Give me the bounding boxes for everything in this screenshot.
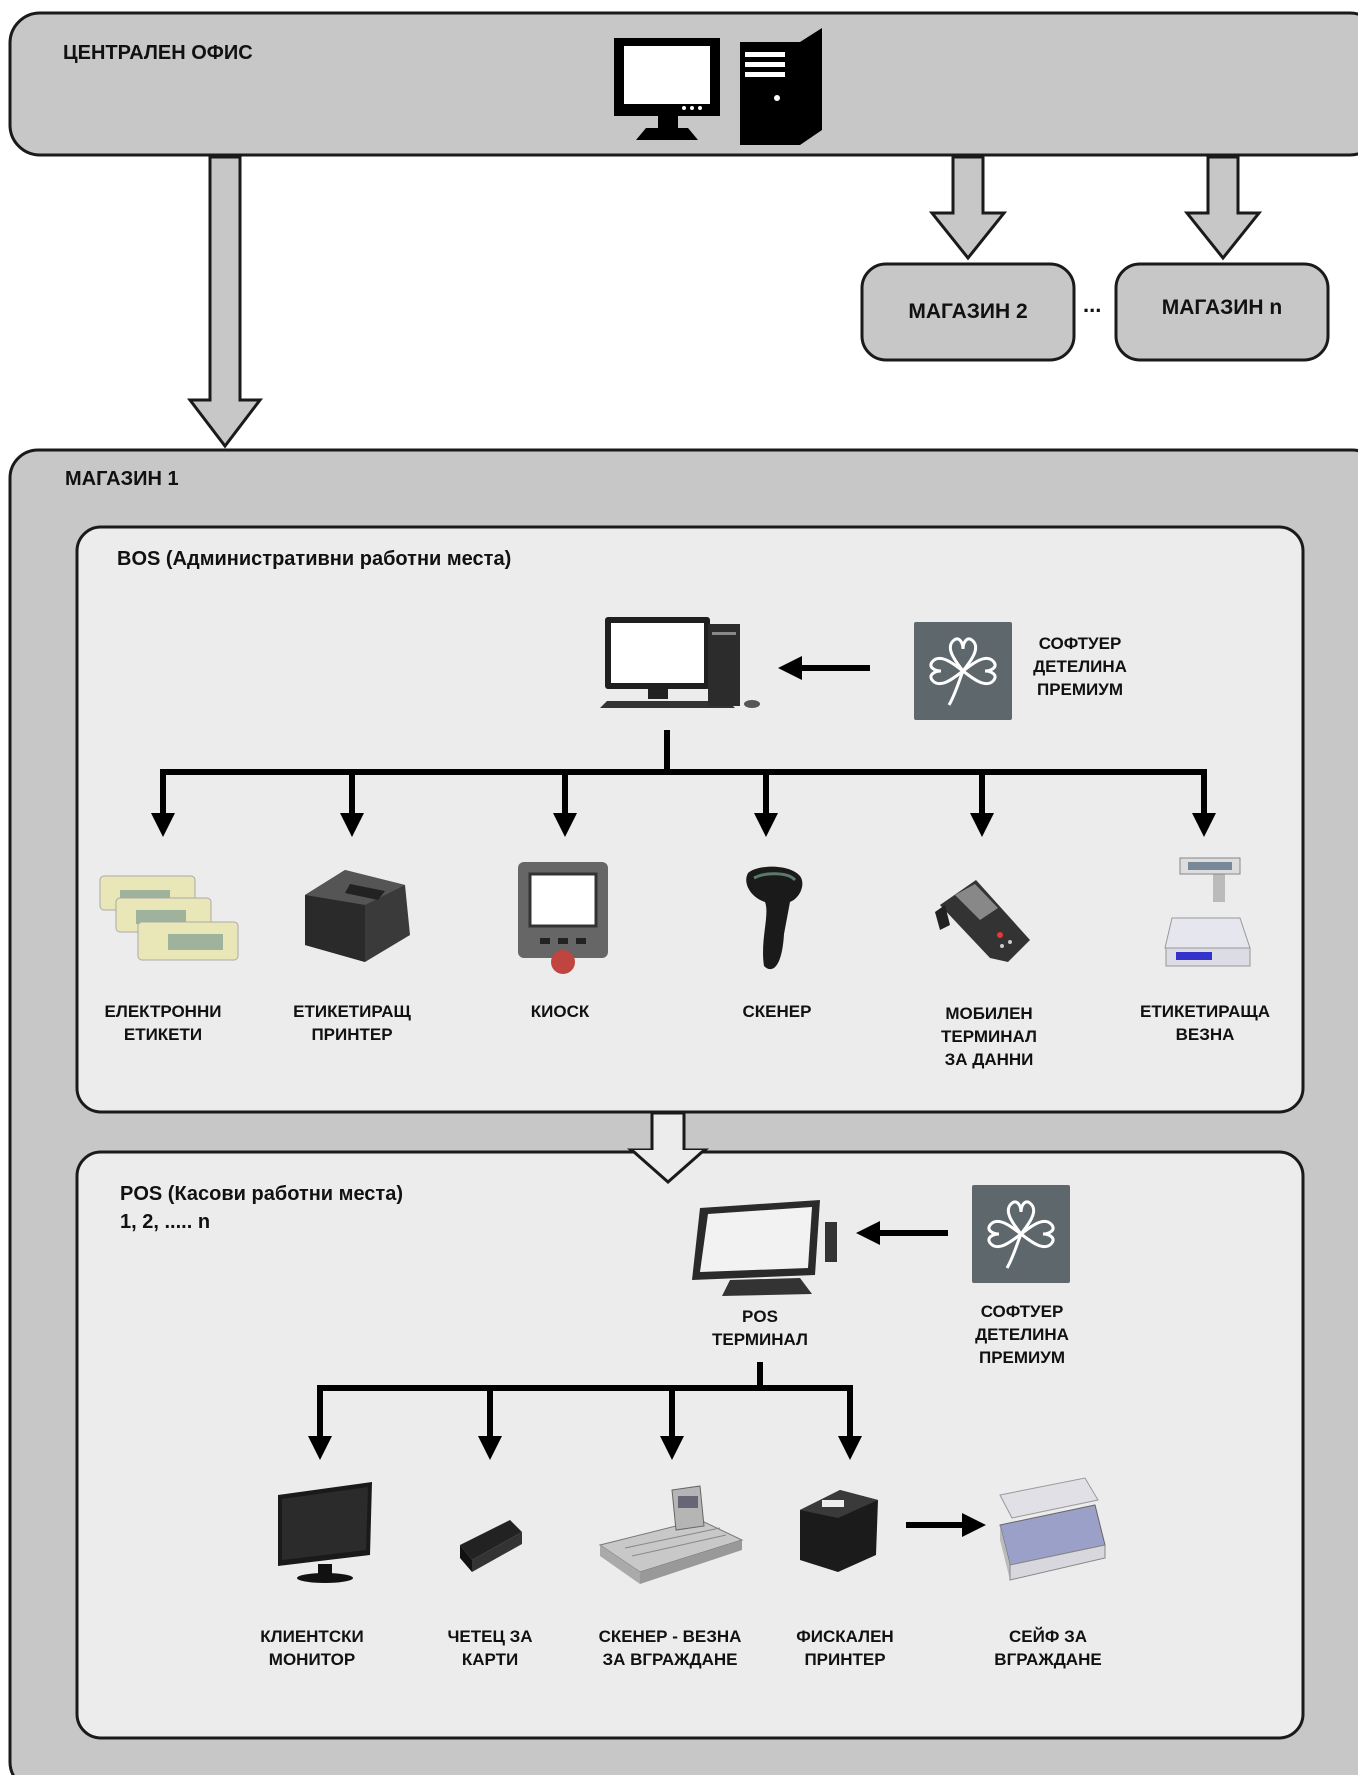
- store-2-box: [860, 262, 1076, 362]
- central-to-storen-arrow: [1183, 155, 1263, 261]
- stores-ellipsis: ...: [1083, 292, 1102, 317]
- bos-device-label-scanner: СКЕНЕР: [742, 1002, 812, 1021]
- label-printer-icon: [305, 870, 410, 962]
- bos-workstation-icon: [600, 617, 760, 708]
- fiscal-printer-icon: [800, 1490, 878, 1572]
- pos-title-line-2: 1, 2, ..... n: [120, 1211, 211, 1233]
- bos-device-label-kiosk: КИОСК: [530, 1002, 590, 1021]
- bos-software-clover-icon: [914, 622, 1012, 720]
- kiosk-icon: [518, 862, 608, 974]
- central-office-title: ЦЕНТРАЛЕН ОФИС: [63, 42, 253, 64]
- central-to-store2-arrow: [928, 155, 1008, 261]
- bos-software-line-3: ПРЕМИУМ: [1036, 680, 1123, 699]
- mobile-terminal-icon: [935, 880, 1030, 962]
- electronic-labels-icon: [99, 875, 239, 961]
- barcode-scanner-icon: [746, 866, 803, 970]
- pos-title: POS (Касови работни места) 1, 2, ..... n: [120, 1180, 403, 1236]
- bos-software-line-2: ДЕТЕЛИНА: [1033, 657, 1127, 676]
- monitor-icon: [614, 38, 720, 140]
- bos-connection-lines: [151, 730, 1216, 837]
- store-n-box: [1114, 262, 1330, 362]
- bos-title: BOS (Административни работни места): [117, 548, 512, 570]
- scanner-scale-icon: [598, 1485, 744, 1584]
- pos-software-clover-icon: [972, 1185, 1070, 1283]
- labeling-scale-icon: [1164, 857, 1251, 967]
- bos-software-line-1: СОФТУЕР: [1038, 634, 1122, 653]
- store-1-title: МАГАЗИН 1: [65, 468, 179, 490]
- card-reader-icon: [460, 1520, 522, 1572]
- pos-terminal-icon: [692, 1200, 837, 1296]
- pos-connection-lines: [308, 1362, 986, 1537]
- store-n-label: МАГАЗИН n: [1161, 296, 1283, 319]
- pos-title-line-1: POS (Касови работни места): [120, 1183, 404, 1205]
- cash-drawer-icon: [999, 1477, 1106, 1581]
- bos-software-label: СОФТУЕР ДЕТЕЛИНА ПРЕМИУМ: [1020, 632, 1140, 701]
- store-2-label: МАГАЗИН 2: [908, 300, 1028, 323]
- customer-monitor-icon: [278, 1482, 372, 1583]
- computer-tower-icon: [740, 28, 822, 145]
- central-to-store1-arrow: [186, 155, 264, 449]
